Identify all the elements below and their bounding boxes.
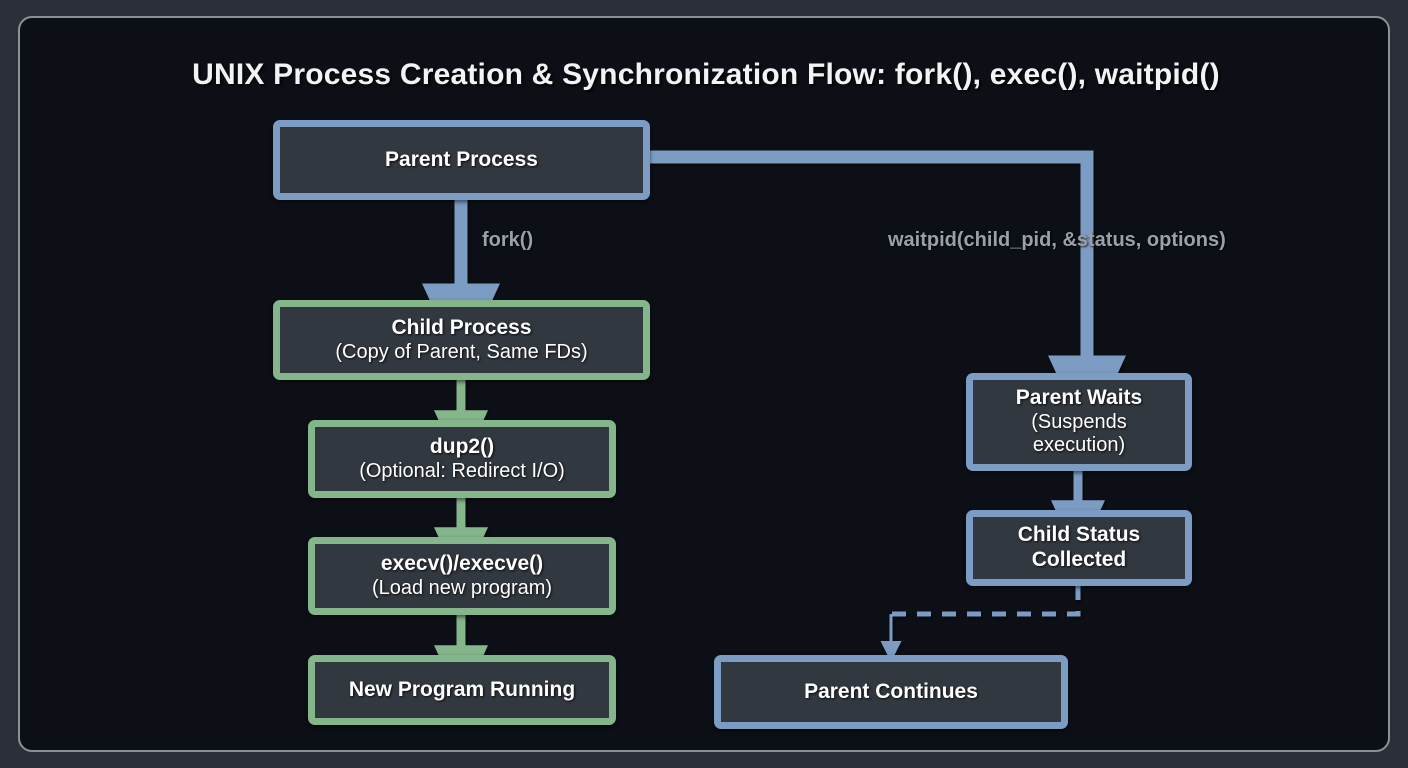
node-dup2[interactable]: dup2() (Optional: Redirect I/O) [308, 420, 616, 498]
node-subtitle: (Copy of Parent, Same FDs) [335, 340, 588, 363]
node-child-process[interactable]: Child Process (Copy of Parent, Same FDs) [273, 300, 650, 380]
node-title: Parent Process [385, 147, 538, 171]
edge-status-to-continues [891, 586, 1081, 617]
node-parent-continues[interactable]: Parent Continues [714, 655, 1068, 729]
node-parent-waits[interactable]: Parent Waits (Suspends execution) [966, 373, 1192, 471]
node-parent-process[interactable]: Parent Process [273, 120, 650, 200]
node-title: dup2() [429, 434, 495, 458]
node-title: Child Status Collected [1017, 523, 1141, 571]
node-title: Parent Waits [1015, 386, 1143, 410]
node-subtitle: (Suspends execution) [1031, 410, 1127, 457]
node-subtitle: (Load new program) [371, 576, 553, 599]
node-title: Parent Continues [804, 679, 978, 703]
node-title: New Program Running [348, 677, 576, 701]
connector-layer [422, 150, 1126, 704]
node-subtitle: (Optional: Redirect I/O) [359, 459, 565, 482]
edge-waitpid [650, 150, 1126, 440]
node-new-program-running[interactable]: New Program Running [308, 655, 616, 725]
diagram-panel: UNIX Process Creation & Synchronization … [18, 16, 1390, 752]
edge-label-waitpid: waitpid(child_pid, &status, options) [888, 229, 1226, 251]
node-title: execv()/execve() [380, 551, 544, 575]
node-title: Child Process [391, 315, 532, 339]
page-title: UNIX Process Creation & Synchronization … [192, 58, 1220, 91]
node-child-status-collected[interactable]: Child Status Collected [966, 510, 1192, 586]
edge-label-fork: fork() [482, 229, 534, 251]
node-execv[interactable]: execv()/execve() (Load new program) [308, 537, 616, 615]
